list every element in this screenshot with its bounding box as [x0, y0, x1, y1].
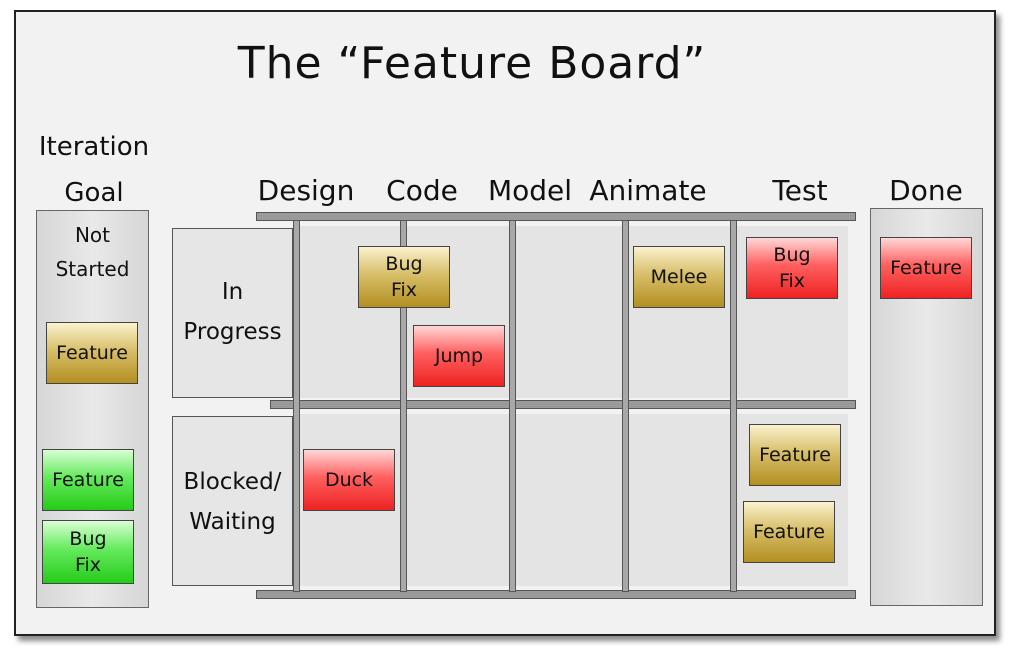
row-blocked-line-1: Blocked/ — [183, 469, 282, 495]
card-done-feature[interactable]: Feature — [880, 237, 972, 299]
column-model-heading: Model — [487, 174, 573, 207]
card-label: Melee — [650, 266, 708, 288]
card-goal-feature-green[interactable]: Feature — [42, 449, 134, 511]
card-test-feature-1[interactable]: Feature — [749, 424, 841, 486]
row-in-progress-line-2: Progress — [183, 319, 282, 345]
card-label-line-2: Fix — [778, 270, 806, 292]
card-label: Feature — [52, 469, 124, 491]
card-design-duck[interactable]: Duck — [303, 449, 395, 511]
column-test-heading: Test — [772, 174, 828, 207]
card-label: Feature — [759, 444, 831, 466]
card-label: Duck — [324, 469, 374, 491]
card-label: Jump — [434, 345, 484, 367]
post-3 — [509, 220, 516, 592]
card-label: Feature — [890, 257, 962, 279]
iteration-goal-heading: Iteration Goal — [34, 124, 154, 216]
board-title: The “Feature Board” — [237, 38, 707, 89]
column-code-heading: Code — [386, 174, 458, 207]
card-animate-melee[interactable]: Melee — [633, 246, 725, 308]
card-label: Feature — [56, 342, 128, 364]
row-blocked-panel — [172, 416, 293, 586]
post-2 — [400, 220, 407, 592]
column-animate-heading: Animate — [589, 174, 707, 207]
card-label-line-1: Bug — [69, 528, 107, 550]
card-test-feature-2[interactable]: Feature — [743, 501, 835, 563]
card-label: Feature — [753, 521, 825, 543]
row-in-progress-line-1: In — [221, 279, 244, 305]
card-test-bug-fix[interactable]: Bug Fix — [746, 237, 838, 299]
row-in-progress-panel — [172, 228, 293, 398]
row-in-progress-label: In Progress — [172, 272, 293, 352]
not-started-line-2: Started — [55, 257, 130, 281]
column-design-heading: Design — [257, 174, 355, 207]
rail-top — [256, 212, 856, 221]
iteration-goal-heading-line-2: Goal — [64, 178, 124, 208]
not-started-line-1: Not — [74, 223, 111, 247]
rail-middle — [270, 400, 856, 409]
card-label-line-2: Fix — [74, 554, 102, 576]
card-code-jump[interactable]: Jump — [413, 325, 505, 387]
board-frame: The “Feature Board” Iteration Goal Not S… — [14, 10, 996, 636]
iteration-goal-heading-line-1: Iteration — [38, 132, 150, 162]
post-4 — [622, 220, 629, 592]
card-goal-feature[interactable]: Feature — [46, 322, 138, 384]
rail-bottom — [256, 590, 856, 599]
row-blocked-line-2: Waiting — [189, 509, 276, 535]
not-started-label: Not Started — [36, 218, 149, 286]
card-design-bug-fix[interactable]: Bug Fix — [358, 246, 450, 308]
card-label-line-1: Bug — [773, 244, 811, 266]
card-goal-bug-fix[interactable]: Bug Fix — [42, 520, 134, 584]
post-1 — [293, 220, 300, 592]
row-blocked-label: Blocked/ Waiting — [172, 462, 293, 542]
card-label-line-2: Fix — [390, 279, 418, 301]
post-5 — [730, 220, 737, 592]
column-done-heading: Done — [889, 174, 963, 207]
card-label-line-1: Bug — [385, 253, 423, 275]
